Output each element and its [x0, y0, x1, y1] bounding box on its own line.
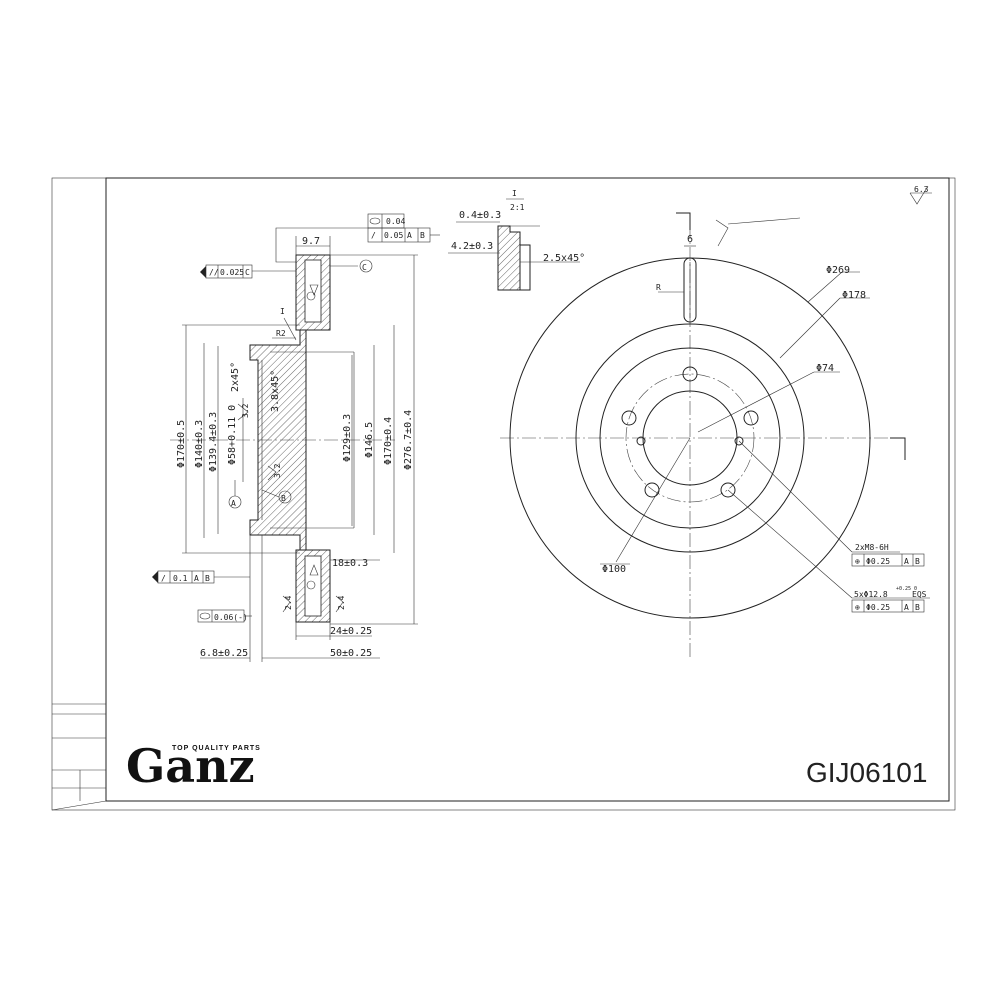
dim-d129: Φ129±0.3: [342, 414, 353, 462]
holes-eqs: EQS: [912, 590, 927, 599]
dim-d170b: Φ170±0.4: [383, 417, 394, 465]
thread-datum-a: A: [904, 557, 909, 566]
brand-logo: TOP QUALITY PARTS Ganz: [126, 739, 261, 793]
dim-d146: Φ146.5: [364, 422, 375, 458]
tol-runout-2: 0.1: [173, 574, 188, 583]
svg-text://: //: [209, 268, 219, 277]
holes-spec: 5xΦ12.8: [854, 590, 888, 599]
svg-text:⊕: ⊕: [855, 603, 860, 612]
thread-spec: 2xM8-6H: [855, 543, 889, 552]
detail-scale: 2:1: [510, 203, 525, 212]
thread-tol: Φ0.25: [866, 557, 890, 566]
dim-24: 24±0.25: [330, 626, 372, 637]
brand-tagline: TOP QUALITY PARTS: [172, 745, 261, 752]
rough-3: 2.4: [284, 595, 293, 610]
marker-i: I: [280, 307, 285, 316]
front-view: 6 R Φ269 Φ178 Φ74 Φ100 2xM8-6H ⊕ Φ0.25 A…: [500, 212, 930, 660]
detail-marker: I: [512, 189, 517, 198]
tol-runout-datum-b: B: [420, 231, 425, 240]
slot-width: 6: [687, 234, 693, 245]
rough-1: 3.2: [241, 403, 250, 418]
tolerance-frame-bottom: / 0.1 A B 0.06(-): [152, 570, 252, 623]
datum-c: C: [362, 263, 367, 272]
detail-chamfer: 2.5x45°: [543, 253, 585, 264]
part-number: GIJ06101: [806, 757, 927, 788]
svg-text:⊕: ⊕: [855, 557, 860, 566]
brand-name: Ganz: [126, 739, 255, 793]
dim-d100: Φ100: [602, 564, 626, 575]
dim-d269: Φ269: [826, 265, 850, 276]
tol-runout-2-datum-b: B: [205, 574, 210, 583]
thread-datum-b: B: [915, 557, 920, 566]
dim-d139: Φ139.4±0.3: [208, 412, 219, 472]
dim-d58: Φ58+0.11 0: [227, 405, 238, 465]
roughness-symbol: 6.3: [909, 185, 932, 205]
svg-text:/: /: [161, 574, 166, 583]
dim-thickness-top: 9.7: [302, 236, 320, 247]
slot-radius: R: [656, 283, 661, 292]
tol-runout-datum-a: A: [407, 231, 412, 240]
tolerance-parallel: // 0.025 C: [200, 264, 296, 279]
detail-i: I 2:1 0.4±0.3 4.2±0.3 2.5x45°: [448, 189, 585, 291]
tol-flat-2: 0.06(-): [214, 613, 248, 622]
dim-d74: Φ74: [816, 363, 834, 374]
holes-datum-a: A: [904, 603, 909, 612]
detail-offset: 0.4±0.3: [459, 210, 501, 221]
tolerance-frame-top: 0.04 / 0.05 A B: [275, 213, 440, 263]
radius-r2: R2: [276, 329, 286, 338]
svg-text:/: /: [371, 231, 376, 240]
dim-6-8: 6.8±0.25: [200, 648, 248, 659]
dim-chamfer-1: 2x45°: [230, 362, 241, 392]
rough-2: 3.2: [273, 463, 282, 478]
holes-datum-b: B: [915, 603, 920, 612]
dim-18: 18±0.3: [332, 558, 368, 569]
dim-d178: Φ178: [842, 290, 866, 301]
tol-parallel-datum: C: [245, 268, 250, 277]
tol-runout: 0.05: [384, 231, 403, 240]
side-section-view: Φ170±0.5 Φ140±0.3 Φ139.4±0.3 Φ58+0.11 0 …: [152, 213, 440, 662]
dim-d140: Φ140±0.3: [194, 420, 205, 468]
holes-tol-sup: +0.25 0: [896, 586, 917, 592]
dim-d276: Φ276.7±0.4: [403, 410, 414, 470]
holes-tol: Φ0.25: [866, 603, 890, 612]
roughness-value: 6.3: [914, 185, 929, 194]
datum-a: A: [231, 499, 236, 508]
detail-depth: 4.2±0.3: [451, 241, 493, 252]
sheet-frame: [51, 177, 956, 811]
dim-chamfer-2: 3.8x45°: [270, 370, 281, 412]
tol-flatness: 0.04: [386, 217, 405, 226]
tol-parallel: 0.025: [220, 268, 244, 277]
rough-4: 2.4: [337, 595, 346, 610]
tol-runout-2-datum-a: A: [194, 574, 199, 583]
dim-d170a: Φ170±0.5: [176, 420, 187, 468]
dim-50: 50±0.25: [330, 648, 372, 659]
datum-b: B: [281, 494, 286, 503]
